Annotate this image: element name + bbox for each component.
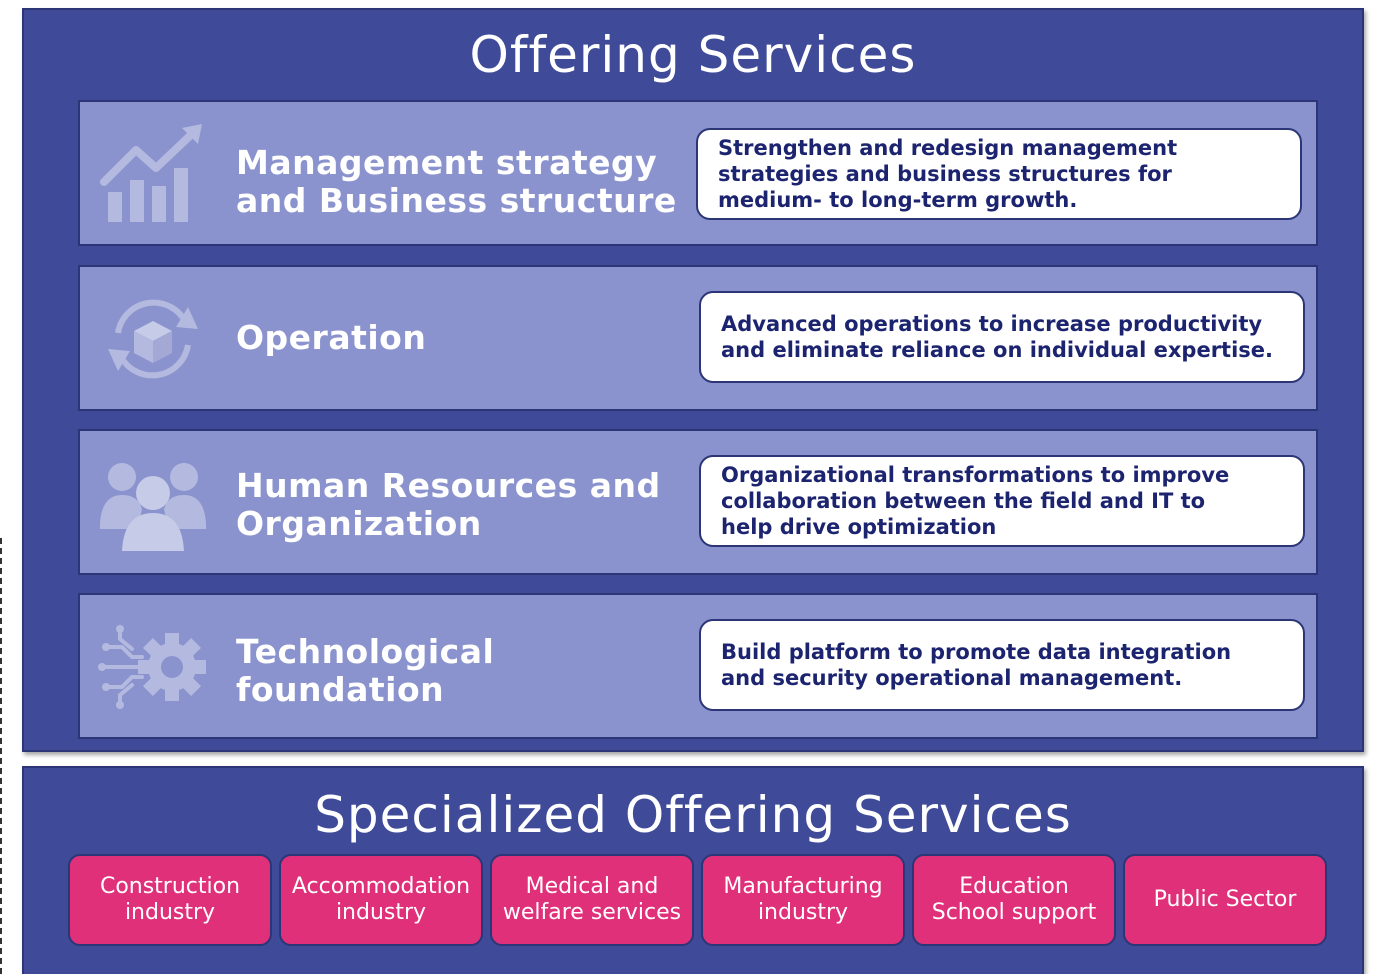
specialized-services-title: Specialized Offering Services <box>314 786 1072 844</box>
specialized-services-panel: Specialized Offering Services Constructi… <box>22 766 1364 974</box>
circuit-gear-icon <box>98 617 208 717</box>
desc-line: collaboration between the field and IT t… <box>721 489 1206 513</box>
desc-line: and eliminate reliance on individual exp… <box>721 338 1274 362</box>
service-label-management: Management strategy and Business structu… <box>236 144 677 220</box>
growth-chart-icon <box>98 124 208 224</box>
service-desc-human-resources: Organizational transformations to improv… <box>699 455 1305 547</box>
service-desc-technological: Build platform to promote data integrati… <box>699 619 1305 711</box>
offering-services-title: Offering Services <box>469 26 917 84</box>
service-desc-management: Strengthen and redesign management strat… <box>696 128 1302 220</box>
sector-manufacturing: Manufacturing industry <box>701 854 905 946</box>
label-line: Management strategy <box>236 143 658 182</box>
desc-line: Build platform to promote data integrati… <box>721 640 1232 664</box>
desc-line: help drive optimization <box>721 515 997 539</box>
service-row-management: Management strategy and Business structu… <box>78 100 1318 246</box>
desc-line: and security operational management. <box>721 666 1183 690</box>
sector-line: Education <box>959 874 1069 899</box>
service-row-technological: Technological foundation Build platform … <box>78 593 1318 739</box>
label-line: Technological <box>236 632 495 671</box>
sector-public: Public Sector <box>1123 854 1327 946</box>
label-line: foundation <box>236 670 445 709</box>
service-label-human-resources: Human Resources and Organization <box>236 467 661 543</box>
service-row-human-resources: Human Resources and Organization Organiz… <box>78 429 1318 575</box>
sector-line: Public Sector <box>1153 887 1297 912</box>
sector-line: School support <box>931 900 1097 925</box>
label-line: and Business structure <box>236 181 677 220</box>
label-line: Organization <box>236 504 482 543</box>
sector-medical-welfare: Medical and welfare services <box>490 854 694 946</box>
desc-line: strategies and business structures for <box>718 162 1172 186</box>
sector-line: industry <box>757 900 849 925</box>
desc-line: medium- to long-term growth. <box>718 188 1078 212</box>
sector-line: Accommodation <box>291 874 471 899</box>
cycle-cube-icon <box>98 289 208 389</box>
desc-line: Strengthen and redesign management <box>718 136 1178 160</box>
service-row-operation: Operation Advanced operations to increas… <box>78 265 1318 411</box>
sector-education: Education School support <box>912 854 1116 946</box>
dashed-connector-line <box>0 538 4 974</box>
service-label-technological: Technological foundation <box>236 633 494 709</box>
label-line: Human Resources and <box>236 466 661 505</box>
people-group-icon <box>98 453 208 553</box>
sector-line: welfare services <box>502 900 682 925</box>
sector-accommodation: Accommodation industry <box>279 854 483 946</box>
sector-line: Manufacturing <box>723 874 883 899</box>
sector-line: Construction <box>99 874 241 899</box>
sector-construction: Construction industry <box>68 854 272 946</box>
service-desc-operation: Advanced operations to increase producti… <box>699 291 1305 383</box>
label-line: Operation <box>236 318 427 357</box>
desc-line: Organizational transformations to improv… <box>721 463 1230 487</box>
sector-line: industry <box>335 900 427 925</box>
sector-line: Medical and <box>525 874 659 899</box>
service-label-operation: Operation <box>236 319 426 357</box>
sector-line: industry <box>124 900 216 925</box>
desc-line: Advanced operations to increase producti… <box>721 312 1263 336</box>
offering-services-panel: Offering Services Management strategy an… <box>22 8 1364 752</box>
